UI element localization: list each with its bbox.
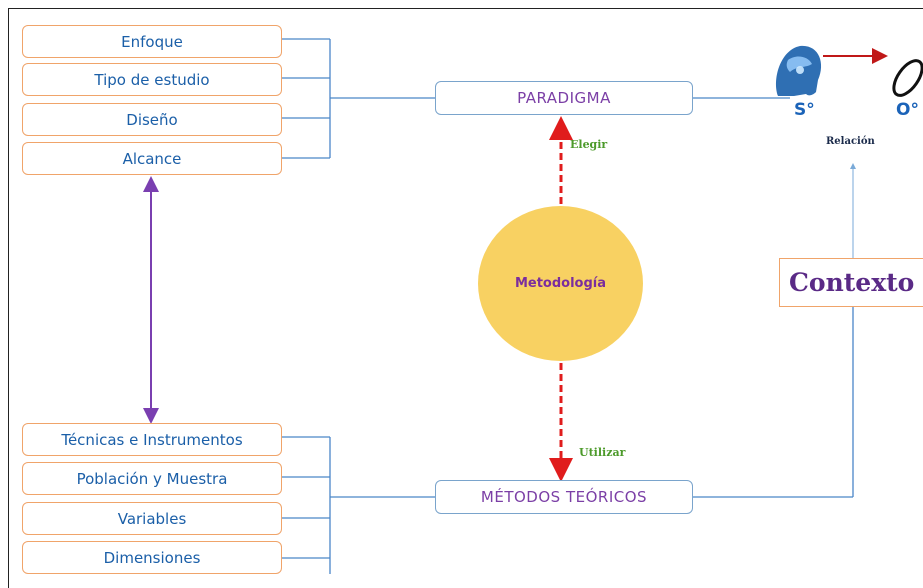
diagram-frame — [8, 8, 923, 588]
paradigma-box: PARADIGMA — [435, 81, 693, 115]
utilizar-label: Utilizar — [579, 446, 626, 459]
connector-lines — [143, 38, 923, 574]
box-dimensiones: Dimensiones — [22, 541, 282, 574]
metodos-teoricos-box: MÉTODOS TEÓRICOS — [435, 480, 693, 514]
subject-label: S° — [794, 100, 815, 120]
contexto-label: Contexto — [789, 268, 915, 297]
box-variables: Variables — [22, 502, 282, 535]
box-diseno: Diseño — [22, 103, 282, 136]
box-poblacion-y-muestra: Población y Muestra — [22, 462, 282, 495]
top-bracket — [282, 38, 790, 159]
object-icon — [892, 59, 923, 97]
metodologia-circle: Metodología — [478, 206, 643, 361]
box-tipo-de-estudio: Tipo de estudio — [22, 63, 282, 96]
box-tecnicas-e-instrumentos: Técnicas e Instrumentos — [22, 423, 282, 456]
contexto-box: Contexto — [779, 258, 923, 307]
elegir-label: Elegir — [570, 138, 608, 151]
box-enfoque: Enfoque — [22, 25, 282, 58]
relacion-label: Relación — [826, 136, 875, 147]
object-label: O° — [896, 100, 919, 120]
head-icon — [776, 45, 822, 96]
metodologia-label: Metodología — [514, 276, 607, 291]
box-alcance: Alcance — [22, 142, 282, 175]
bottom-bracket — [282, 307, 854, 574]
